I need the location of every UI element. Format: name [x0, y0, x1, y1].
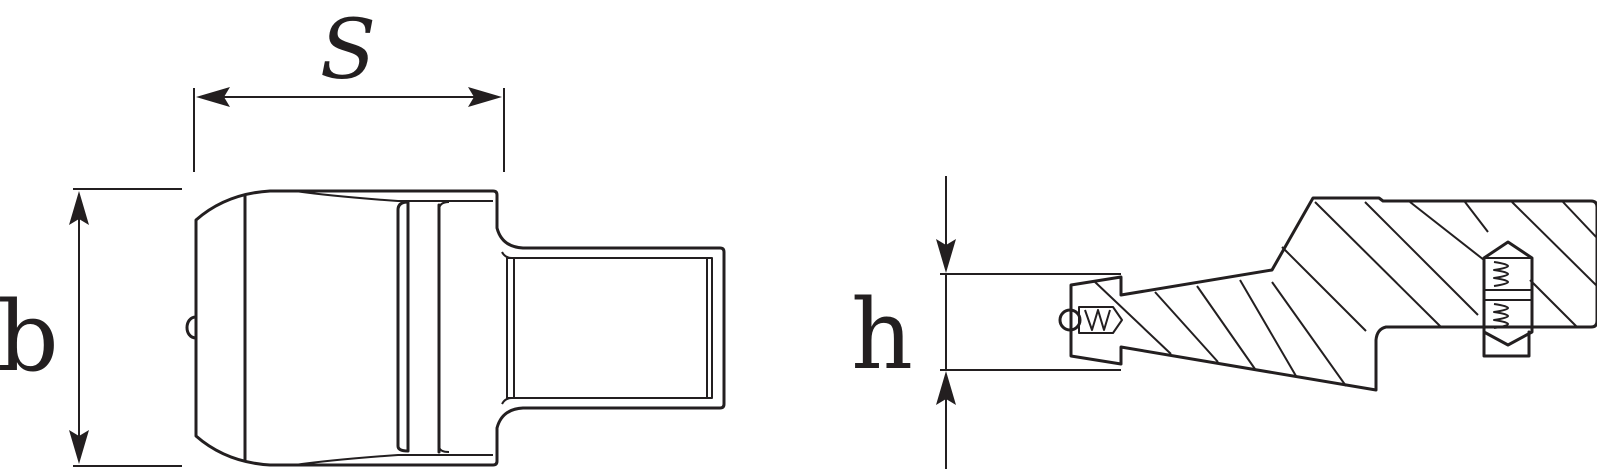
pin-spring	[1493, 261, 1509, 329]
section-hatching	[1094, 201, 1597, 387]
drive-square-inner	[506, 257, 713, 399]
s-label: S	[320, 3, 376, 98]
detent-spring	[1084, 309, 1111, 331]
b-arrow-bottom	[69, 430, 89, 464]
drive-shoulder-top	[501, 251, 513, 259]
body-taper-top	[294, 190, 493, 202]
s-arrow-right	[468, 87, 502, 107]
detent-bore	[1078, 306, 1123, 334]
h-label: h	[851, 279, 913, 391]
drive-shoulder-bottom	[501, 397, 513, 405]
b-label: b	[0, 281, 59, 393]
b-arrow-top	[69, 191, 89, 225]
dimension-b: b	[0, 188, 182, 467]
socket-cross-section	[1058, 196, 1597, 392]
ball-detent	[185, 315, 198, 340]
socket-body-outline	[194, 189, 726, 467]
h-arrow-top	[936, 239, 956, 273]
socket-side-view	[185, 189, 726, 467]
h-arrow-bottom	[936, 371, 956, 405]
body-taper-bottom	[294, 454, 493, 466]
locking-pin-stem	[1482, 330, 1531, 358]
grip-groove	[396, 200, 410, 453]
dimension-s: S	[193, 3, 505, 172]
grip-groove-right-cap	[438, 201, 450, 453]
s-arrow-left	[196, 87, 230, 107]
dimension-h: h	[851, 176, 1121, 469]
section-outline	[1069, 196, 1597, 392]
